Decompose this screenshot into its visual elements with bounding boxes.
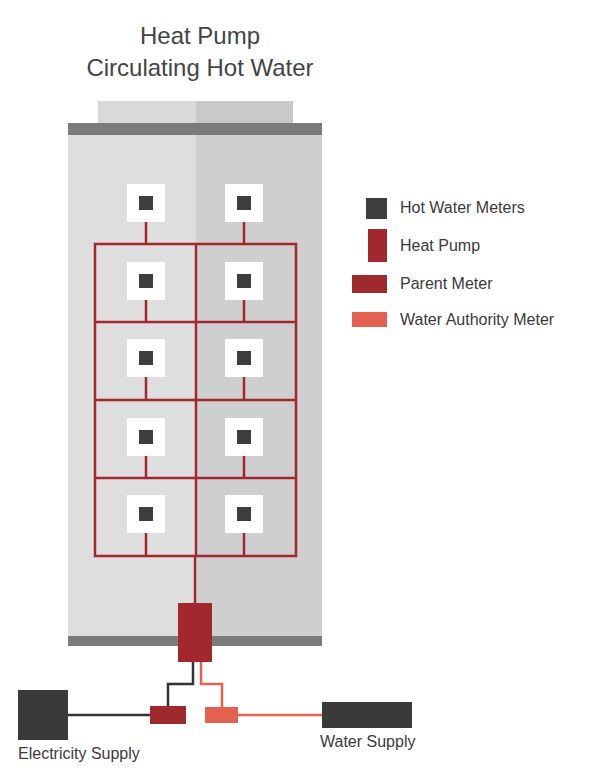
legend-swatch: [352, 275, 387, 293]
supply-fill: [18, 690, 68, 740]
legend-text: Parent Meter: [400, 274, 492, 294]
supply-label: Electricity Supply: [18, 744, 140, 764]
legend-text: Hot Water Meters: [400, 198, 525, 218]
legend-text: Heat Pump: [400, 236, 480, 256]
legend-swatch: [368, 229, 387, 262]
supply-box: Electricity Supply: [18, 690, 68, 740]
legend-text: Water Authority Meter: [400, 310, 554, 330]
supply-fill: [322, 702, 412, 728]
diagram-title: Heat Pump Circulating Hot Water: [80, 20, 320, 84]
supply-box: Water Supply: [322, 702, 412, 728]
legend-swatch: [366, 198, 387, 219]
legend-swatch: [352, 312, 387, 327]
supply-label: Water Supply: [320, 732, 415, 752]
